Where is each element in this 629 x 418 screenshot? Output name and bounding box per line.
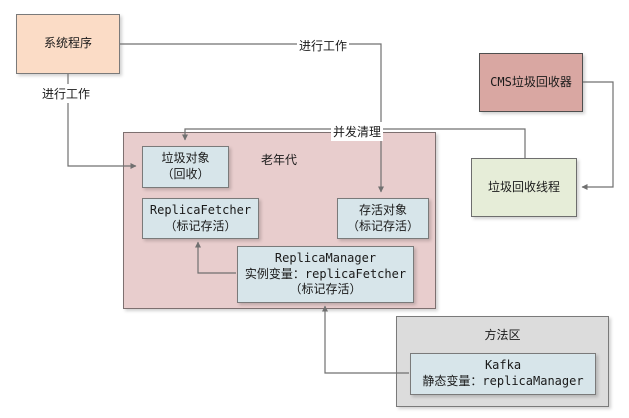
edge-cmscollector-gcthread: [581, 81, 614, 190]
region-old-generation: 老年代 垃圾对象 （回收） ReplicaFetcher （标记存活） 存活对象…: [123, 132, 436, 309]
node-replica-manager-line1: ReplicaManager: [274, 251, 377, 266]
node-surviving-object-line1: 存活对象: [358, 202, 407, 217]
node-garbage-object: 垃圾对象 （回收）: [142, 146, 229, 188]
node-replica-manager-line2: 实例变量：replicaFetcher: [244, 266, 407, 281]
node-surviving-object: 存活对象 （标记存活）: [337, 198, 429, 239]
node-replica-fetcher: ReplicaFetcher （标记存活）: [142, 198, 259, 239]
node-surviving-object-line2: （标记存活）: [346, 218, 419, 233]
edge-label-work-left: 进行工作: [40, 84, 93, 103]
edge-label-concurrent-clean: 并发清理: [331, 122, 384, 141]
node-kafka-line1: Kafka: [484, 358, 522, 373]
node-garbage-object-line1: 垃圾对象: [161, 151, 210, 166]
edge-label-work-top: 进行工作: [297, 36, 350, 55]
node-gc-thread: 垃圾回收线程: [471, 158, 577, 217]
node-replica-fetcher-line1: ReplicaFetcher: [149, 202, 252, 217]
node-kafka-line2: 静态变量：replicaManager: [422, 374, 584, 388]
region-method-area: 方法区 Kafka 静态变量：replicaManager: [396, 316, 609, 407]
node-cms-collector: CMS垃圾回收器: [479, 53, 583, 112]
node-garbage-object-line2: （回收）: [161, 167, 210, 181]
node-kafka: Kafka 静态变量：replicaManager: [410, 353, 596, 395]
node-replica-fetcher-line2: （标记存活）: [164, 218, 237, 233]
node-replica-manager: ReplicaManager 实例变量：replicaFetcher （标记存活…: [237, 246, 414, 303]
node-replica-manager-line3: （标记存活）: [289, 282, 362, 297]
node-cms-collector-label: CMS垃圾回收器: [490, 74, 572, 89]
node-system-program: 系统程序: [16, 14, 120, 74]
node-system-program-label: 系统程序: [43, 36, 92, 51]
region-old-generation-label: 老年代: [261, 153, 298, 167]
node-gc-thread-label: 垃圾回收线程: [487, 179, 560, 194]
region-method-area-label: 方法区: [484, 328, 521, 342]
